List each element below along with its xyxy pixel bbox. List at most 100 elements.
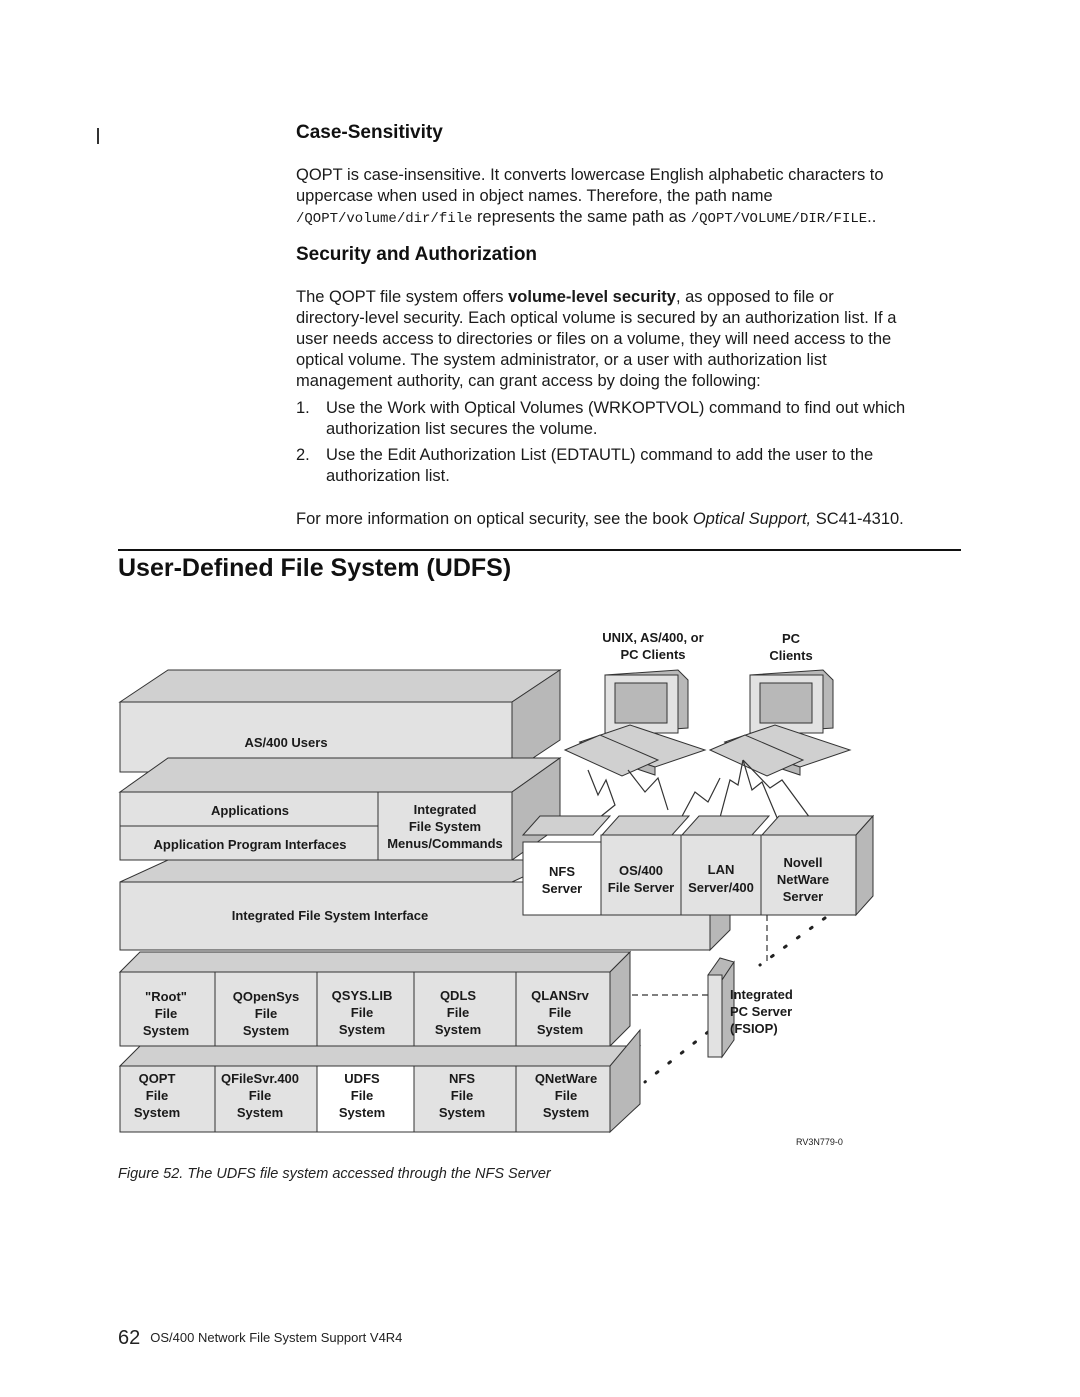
- server-label: NetWare: [777, 872, 829, 887]
- server-label: OS/400: [619, 863, 663, 878]
- pc-client-computer-icon: [708, 669, 852, 777]
- fs-label: NFS: [449, 1071, 475, 1086]
- fs-label: QLANSrv: [531, 988, 590, 1003]
- fs-label: File: [549, 1005, 571, 1020]
- fs-label: System: [243, 1023, 289, 1038]
- security-line-1: The QOPT file system offers volume-level…: [296, 287, 966, 308]
- lan-server-box: [680, 834, 762, 916]
- case-sensitivity-paragraph: QOPT is case-insensitive. It converts lo…: [296, 165, 966, 230]
- clients-unix-label-1: UNIX, AS/400, or: [602, 630, 703, 645]
- more-info-after: SC41-4310.: [811, 510, 904, 528]
- fs-label: File: [155, 1006, 177, 1021]
- step-line: Use the Work with Optical Volumes (WRKOP…: [326, 399, 906, 417]
- fs-label: File: [451, 1088, 473, 1103]
- ifs-commands-label-1: Integrated: [414, 802, 477, 817]
- udfs-diagram: .front { fill: #e2e2e2; stroke: #333; st…: [118, 630, 875, 1147]
- security-intro-before: The QOPT file system offers: [296, 288, 509, 306]
- path-uppercase: /QOPT/VOLUME/DIR/FILE: [690, 211, 868, 227]
- case-line-2: uppercase when used in object names. The…: [296, 187, 773, 205]
- fs-label: System: [435, 1022, 481, 1037]
- fs-label: System: [537, 1022, 583, 1037]
- fs-label: System: [237, 1105, 283, 1120]
- more-info-paragraph: For more information on optical security…: [296, 509, 966, 530]
- security-line-2: directory-level security. Each optical v…: [296, 309, 897, 327]
- revision-bar: [97, 128, 99, 144]
- udfs-highlight-box: [316, 1065, 415, 1133]
- nfs-server-box: [522, 841, 602, 916]
- network-link: [627, 769, 669, 811]
- fsiop-label-1: Integrated: [730, 987, 793, 1002]
- clients-pc-label-2: Clients: [769, 648, 812, 663]
- fs-label: System: [439, 1105, 485, 1120]
- api-label: Application Program Interfaces: [154, 837, 347, 852]
- page-footer: 62 OS/400 Network File System Support V4R…: [118, 1327, 402, 1350]
- step-line: authorization list secures the volume.: [326, 420, 598, 438]
- figure-caption: Figure 52. The UDFS file system accessed…: [118, 1166, 551, 1182]
- network-link: [717, 759, 744, 826]
- step-1: 1. Use the Work with Optical Volumes (WR…: [296, 398, 966, 440]
- file-system-row-2: QOPT File System QFileSvr.400 File Syste…: [118, 1028, 642, 1134]
- fs-label: File: [351, 1088, 373, 1103]
- fs-label: "Root": [145, 989, 187, 1004]
- fs-label: System: [134, 1105, 180, 1120]
- server-label: File Server: [608, 880, 675, 895]
- novell-connector: [758, 916, 827, 967]
- figure-code: RV3N779-0: [796, 1137, 843, 1147]
- clients-pc-label-1: PC: [782, 631, 801, 646]
- fsiop-label-3: (FSIOP): [730, 1021, 778, 1036]
- udfs-heading: User-Defined File System (UDFS): [118, 554, 512, 582]
- network-link: [583, 769, 616, 831]
- fs-label: File: [249, 1088, 271, 1103]
- os400-file-server-box: [600, 834, 682, 916]
- section-rule: [118, 549, 961, 551]
- security-line-4: optical volume. The system administrator…: [296, 351, 827, 369]
- ifs-commands-label-3: Menus/Commands: [387, 836, 503, 851]
- applications-label: Applications: [211, 803, 289, 818]
- server-label: Novell: [783, 855, 822, 870]
- applications-layer: Applications Application Program Interfa…: [118, 757, 562, 861]
- fs-label: QSYS.LIB: [332, 988, 393, 1003]
- server-label: NFS: [549, 864, 575, 879]
- ifs-interface-label: Integrated File System Interface: [232, 908, 429, 923]
- server-label: Server: [542, 881, 582, 896]
- path-lowercase: /QOPT/volume/dir/file: [296, 211, 473, 227]
- security-intro-after: , as opposed to file or: [675, 288, 834, 306]
- case-mid-text: represents the same path as: [472, 208, 691, 226]
- fs-label: QOpenSys: [233, 989, 299, 1004]
- fs-label: QDLS: [440, 988, 476, 1003]
- step-2: 2. Use the Edit Authorization List (EDTA…: [296, 445, 966, 487]
- security-line-3: user needs access to directories or file…: [296, 330, 892, 348]
- qnetware-connector: [643, 1030, 710, 1084]
- step-line: authorization list.: [326, 467, 450, 485]
- network-link: [742, 759, 779, 821]
- page-number: 62: [118, 1327, 141, 1349]
- fs-label: System: [143, 1023, 189, 1038]
- network-link: [742, 759, 811, 819]
- clients-unix-label-2: PC Clients: [620, 647, 685, 662]
- case-end-text: ..: [867, 208, 877, 226]
- server-label: Server/400: [688, 880, 754, 895]
- fs-label: QNetWare: [535, 1071, 597, 1086]
- ifs-commands-label-2: File System: [409, 819, 481, 834]
- case-line-1: QOPT is case-insensitive. It converts lo…: [296, 166, 884, 184]
- fs-label: UDFS: [344, 1071, 380, 1086]
- more-info-before: For more information on optical security…: [296, 510, 693, 528]
- as400-users-label: AS/400 Users: [244, 735, 327, 750]
- fs-label: File: [351, 1005, 373, 1020]
- security-heading: Security and Authorization: [296, 244, 538, 265]
- fs-label: File: [447, 1005, 469, 1020]
- security-paragraph: The QOPT file system offers volume-level…: [296, 287, 966, 392]
- fs-label: File: [146, 1088, 168, 1103]
- step-line: Use the Edit Authorization List (EDTAUTL…: [326, 446, 874, 464]
- fs-label: File: [255, 1006, 277, 1021]
- file-system-row-1: "Root" File System QOpenSys File System …: [118, 950, 632, 1048]
- novell-netware-server-box: [760, 834, 857, 916]
- fs-label: System: [543, 1105, 589, 1120]
- book-name: OS/400 Network File System Support V4R4: [150, 1330, 403, 1345]
- fs-label: System: [339, 1022, 385, 1037]
- fsiop-label-2: PC Server: [730, 1004, 792, 1019]
- as400-users-block: AS/400 Users: [118, 669, 562, 773]
- case-line-3: /QOPT/volume/dir/file represents the sam…: [296, 207, 966, 230]
- server-label: LAN: [708, 862, 735, 877]
- fs-label: QFileSvr.400: [221, 1071, 299, 1086]
